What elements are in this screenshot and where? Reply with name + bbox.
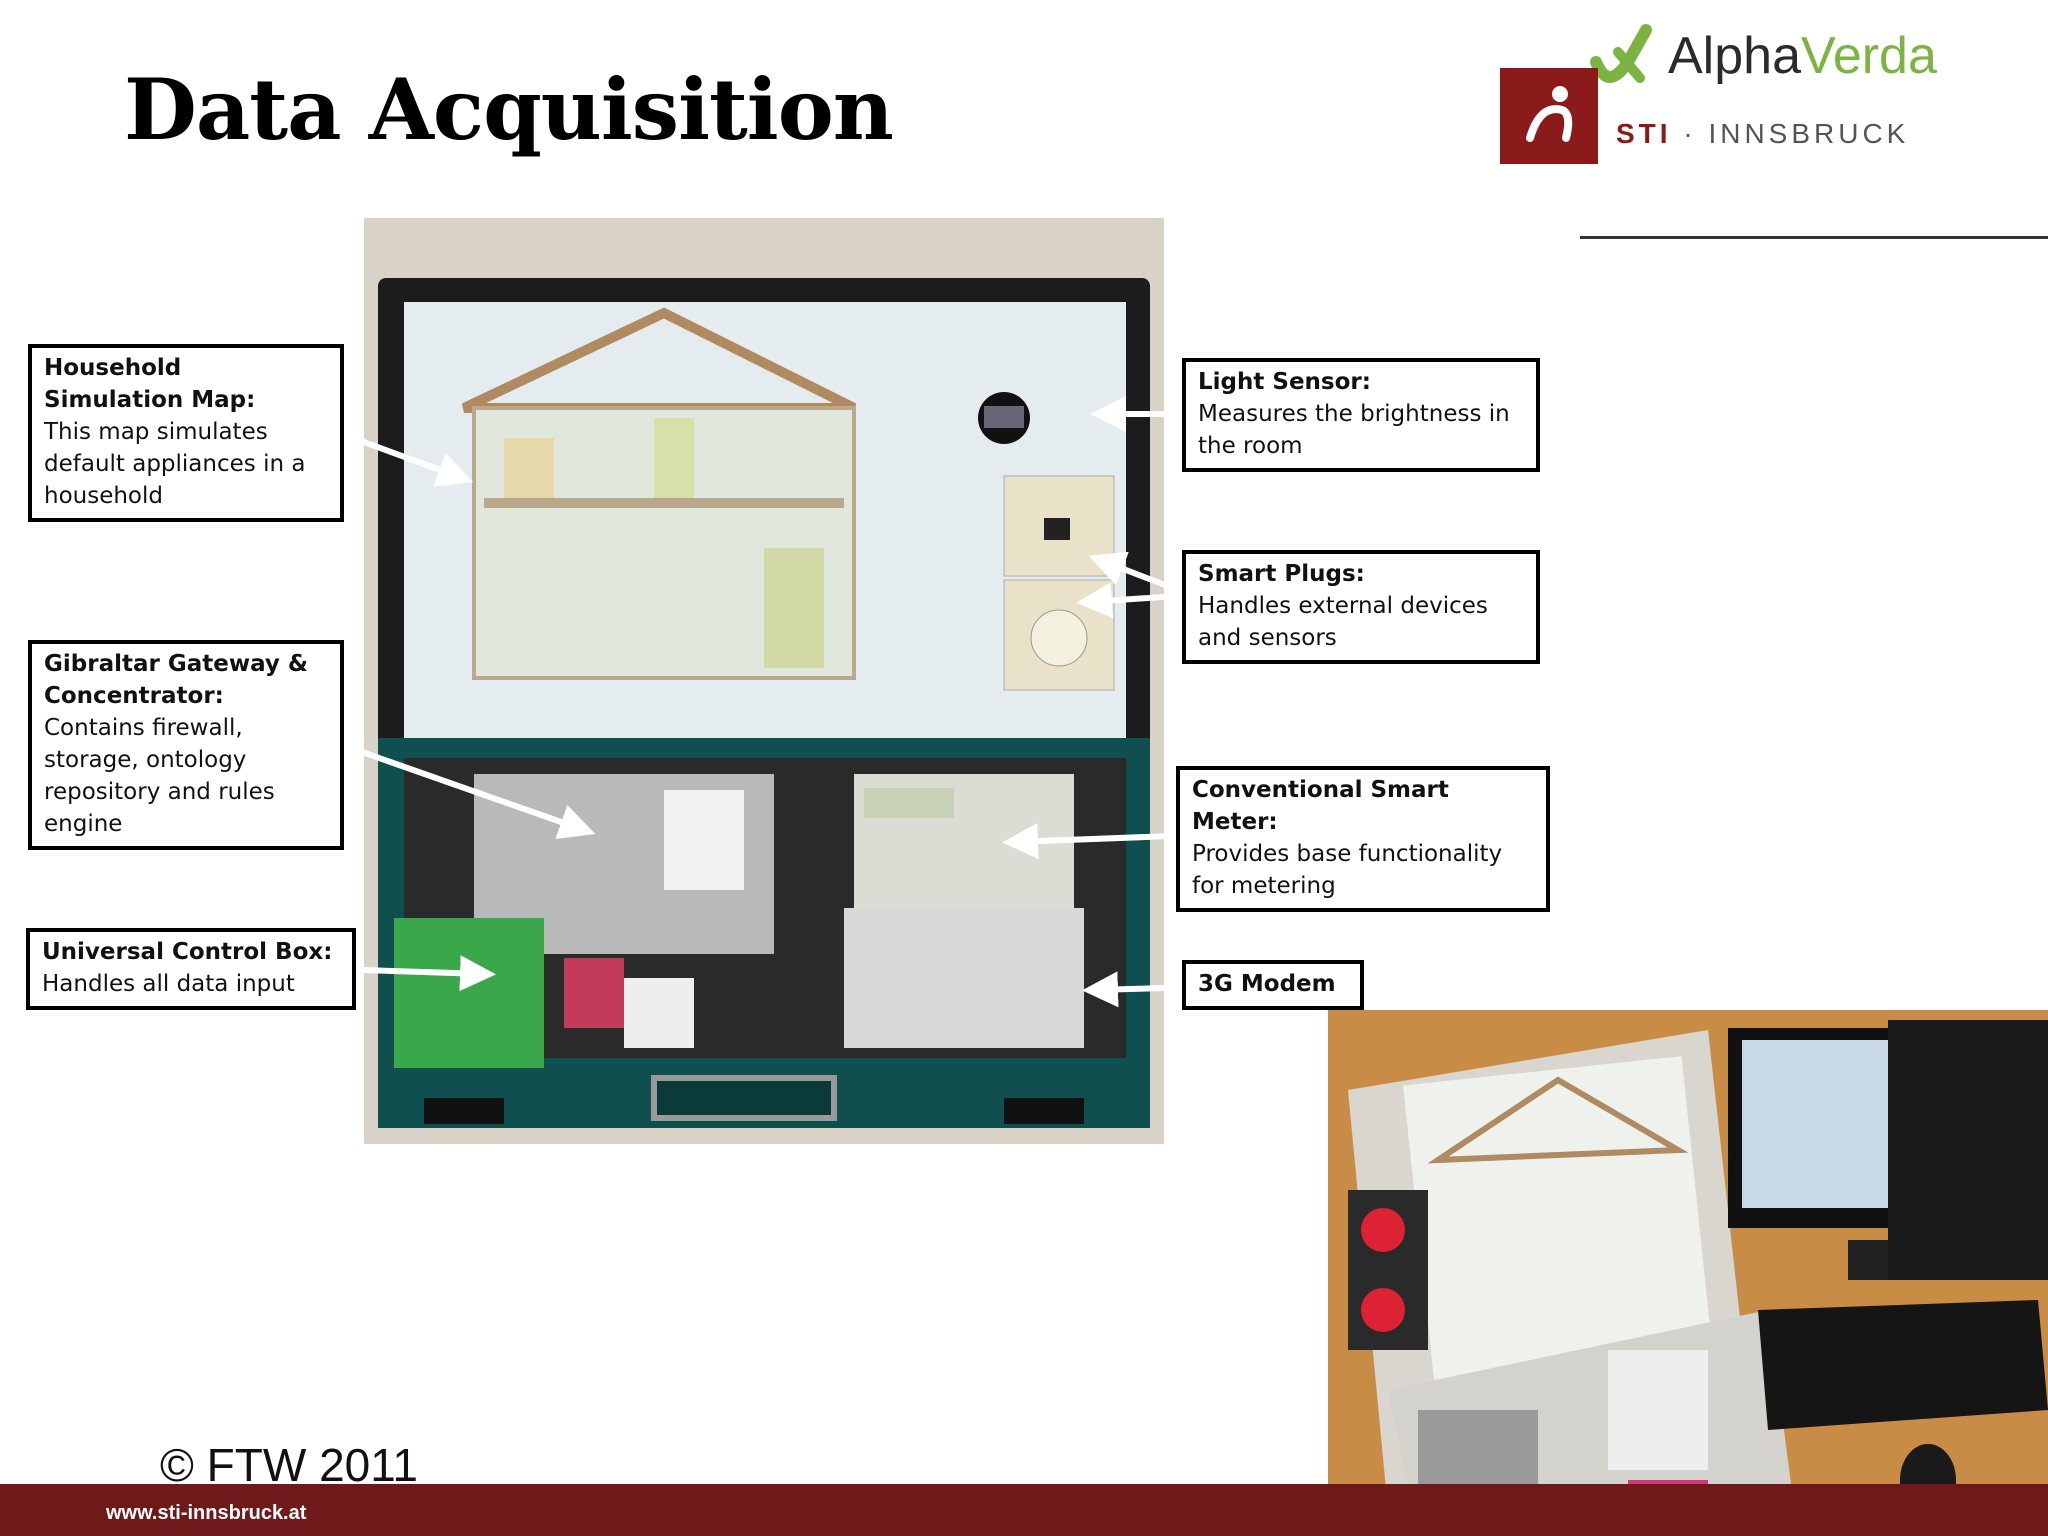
sti-figure-icon	[1526, 86, 1573, 142]
sti-innsbruck-logo: STI · INNSBRUCK	[1500, 68, 1920, 164]
sti-wordmark: STI · INNSBRUCK	[1616, 118, 1910, 149]
header-divider	[1580, 236, 2048, 239]
footer-bar	[0, 1484, 2048, 1536]
setup-photo	[1328, 1010, 2048, 1536]
footer-url[interactable]: www.sti-innsbruck.at	[106, 1502, 307, 1524]
modem-callout: 3G Modem	[1182, 960, 1364, 1010]
slide-title: Data Acquisition	[124, 60, 894, 159]
alphaverda-logo: AlphaVerda	[1588, 22, 1948, 92]
suitcase-illustration	[364, 218, 1164, 1144]
light-sensor-callout: Light Sensor: Measures the brightness in…	[1182, 358, 1540, 472]
suitcase-photo	[364, 218, 1164, 1144]
sti-logo-mark	[1500, 68, 1598, 164]
household-callout: Household Simulation Map: This map simul…	[28, 344, 344, 522]
setup-illustration	[1328, 1010, 2048, 1536]
alphaverda-mark-icon	[1590, 24, 1652, 83]
control-box-callout: Universal Control Box: Handles all data …	[26, 928, 356, 1010]
copyright-text: © FTW 2011	[160, 1439, 418, 1491]
smart-plugs-callout: Smart Plugs: Handles external devices an…	[1182, 550, 1540, 664]
alphaverda-wordmark: AlphaVerda	[1668, 27, 1937, 85]
smart-meter-callout: Conventional Smart Meter: Provides base …	[1176, 766, 1550, 912]
gateway-callout: Gibraltar Gateway & Concentrator: Contai…	[28, 640, 344, 850]
